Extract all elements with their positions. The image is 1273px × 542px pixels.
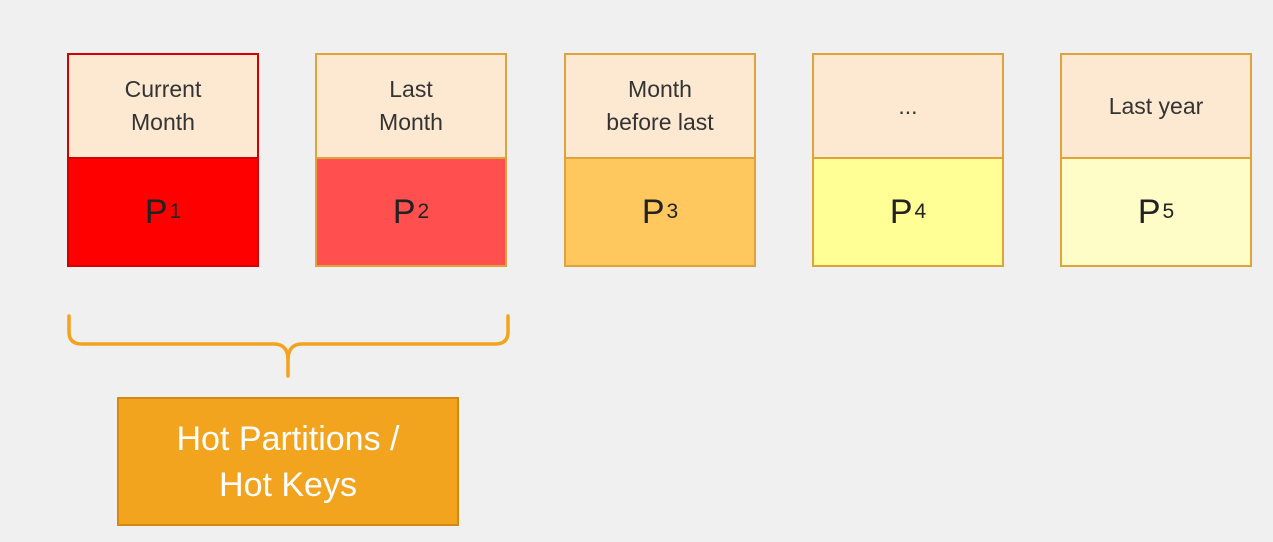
hot-partitions-label: Hot Partitions / Hot Keys (117, 397, 459, 526)
partition-p1-header: Current Month (69, 55, 257, 159)
partition-p2-index: 2 (417, 200, 430, 223)
partition-p5-index: 5 (1162, 200, 1175, 223)
partition-p4-letter: P (889, 192, 913, 231)
partition-p3-index: 3 (666, 200, 679, 223)
partition-p5-letter: P (1137, 192, 1161, 231)
partition-p1-letter: P (144, 192, 168, 231)
partition-p3-letter: P (641, 192, 665, 231)
partition-p2-header: Last Month (317, 55, 505, 159)
partition-p2-letter: P (392, 192, 416, 231)
grouping-brace (67, 314, 510, 378)
partition-p4-header: ... (814, 55, 1002, 159)
grouping-brace-path (67, 314, 510, 378)
partition-p3-header: Month before last (566, 55, 754, 159)
partition-p1-index: 1 (169, 200, 182, 223)
partition-p4-index: 4 (914, 200, 927, 223)
partition-p5-header: Last year (1062, 55, 1250, 159)
